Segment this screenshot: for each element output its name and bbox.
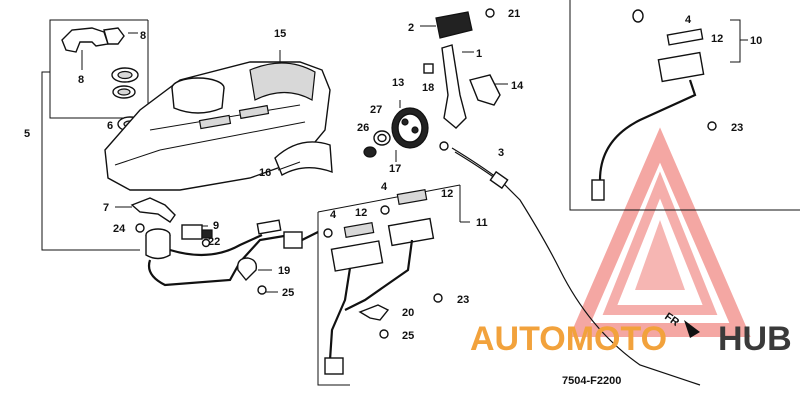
- callout-27: 27: [370, 104, 382, 116]
- callout-4b: 4: [381, 181, 388, 193]
- bracket-line-5: [41, 71, 140, 251]
- visor-16: [274, 141, 333, 176]
- callout-22: 22: [208, 236, 220, 248]
- callout-17: 17: [389, 163, 401, 175]
- inset-box-right: [569, 0, 800, 211]
- callout-15: 15: [274, 28, 286, 40]
- callout-4c: 4: [685, 14, 692, 26]
- callout-24: 24: [113, 223, 126, 235]
- callout-13: 13: [392, 77, 404, 89]
- callout-10: 10: [750, 35, 762, 47]
- callout-16: 16: [259, 167, 271, 179]
- bolt-25-left: [257, 285, 267, 295]
- bolt-23-center: [433, 293, 443, 303]
- diagram-code: 7504-F2200: [562, 375, 621, 387]
- callout-8b: 8: [78, 74, 84, 86]
- gear-assembly: [363, 100, 429, 162]
- callout-20: 20: [402, 307, 414, 319]
- callout-12a: 12: [355, 207, 367, 219]
- callout-5: 5: [24, 128, 30, 140]
- callout-21: 21: [508, 8, 520, 20]
- inset-box-top-left: [49, 19, 149, 119]
- callout-25a: 25: [282, 287, 294, 299]
- bolt-25-center: [379, 329, 389, 339]
- clamp-20: [358, 304, 390, 321]
- speedometer-cable-3: [451, 147, 701, 386]
- bracket-7: [130, 197, 176, 223]
- cap-2: [435, 11, 473, 39]
- callout-2: 2: [408, 22, 414, 34]
- indicator-assembly-box: [317, 184, 470, 386]
- watermark-text-automoto: AUTOMOTO: [470, 320, 667, 358]
- bolt-21: [485, 8, 495, 18]
- callout-1: 1: [476, 48, 482, 60]
- callout-18: 18: [422, 82, 434, 94]
- callout-3: 3: [498, 147, 504, 159]
- callout-12b: 12: [441, 188, 453, 200]
- watermark-logo: [569, 127, 751, 337]
- callout-25b: 25: [402, 330, 414, 342]
- callout-6: 6: [107, 120, 113, 132]
- callout-12c: 12: [711, 33, 723, 45]
- bolt-24: [135, 223, 145, 233]
- callout-8a: 8: [140, 30, 146, 42]
- watermark-text-hub: HUB: [718, 320, 792, 358]
- callout-labels: 8 8 5 6 15 16 7 24 9 22 19 25 4 4 12 12 …: [24, 8, 762, 342]
- callout-14: 14: [511, 80, 524, 92]
- callout-26: 26: [357, 122, 369, 134]
- callout-11: 11: [476, 217, 488, 229]
- nut-18: [423, 63, 434, 74]
- meter-cover-15: [104, 50, 331, 191]
- callout-7: 7: [103, 202, 109, 214]
- callout-4a: 4: [330, 209, 337, 221]
- bolt-23-right: [707, 121, 717, 131]
- main-switch-harness: [145, 219, 319, 287]
- bolt-22: [201, 238, 211, 248]
- bracket-1: [441, 44, 467, 129]
- callout-23b: 23: [731, 122, 743, 134]
- bracket-14: [469, 74, 501, 106]
- clamp-19: [237, 257, 258, 282]
- callout-9: 9: [213, 220, 219, 232]
- callout-23a: 23: [457, 294, 469, 306]
- callout-19: 19: [278, 265, 290, 277]
